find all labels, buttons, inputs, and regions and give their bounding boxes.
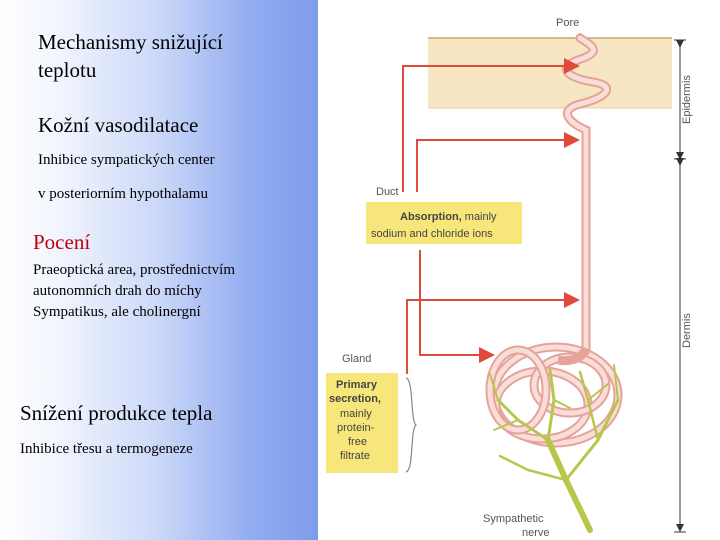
absorption-line-1: Absorption, mainly xyxy=(400,211,497,223)
duct-label: Duct xyxy=(376,186,399,198)
vasodilation-title: Kožní vasodilatace xyxy=(38,113,199,137)
vasodilation-line-1: Inhibice sympatických center xyxy=(38,152,215,168)
nerve-label-line-1: Sympathetic xyxy=(483,513,544,525)
dermis-label: Dermis xyxy=(681,313,693,348)
gland-label: Gland xyxy=(342,353,371,365)
sweat-gland-diagram: Pore xyxy=(318,0,720,540)
epidermis-label: Epidermis xyxy=(681,75,693,124)
absorption-line-2: sodium and chloride ions xyxy=(371,228,493,240)
red-arrows xyxy=(402,58,580,374)
sweating-title: Pocení xyxy=(33,230,91,254)
vasodilation-line-2: v posteriorním hypothalamu xyxy=(38,186,208,202)
slide-heading-line-1: Mechanismy snižující xyxy=(38,30,223,54)
primary-line-5: free xyxy=(348,436,367,448)
sweating-line-3: Sympatikus, ale cholinergní xyxy=(33,304,201,320)
sweat-duct-inner xyxy=(564,35,610,353)
sweat-gland-svg: Pore xyxy=(326,17,693,539)
epidermis-layer xyxy=(428,38,672,108)
primary-line-2: secretion, xyxy=(329,393,381,405)
layer-scale xyxy=(674,39,686,533)
primary-line-3: mainly xyxy=(340,408,372,420)
gland-brace xyxy=(405,377,417,473)
primary-line-4: protein- xyxy=(337,422,375,434)
heat-production-line-1: Inhibice třesu a termogeneze xyxy=(20,441,193,457)
heat-production-title: Snížení produkce tepla xyxy=(20,401,213,425)
primary-secretion-box xyxy=(326,373,398,473)
nerve-label-line-2: nerve xyxy=(522,527,550,539)
primary-line-1: Primary xyxy=(336,379,378,391)
absorption-box xyxy=(366,202,522,244)
left-gradient-panel xyxy=(0,0,318,540)
sympathetic-nerve xyxy=(489,364,620,533)
sweating-line-1: Praeoptická area, prostřednictvím xyxy=(33,262,236,278)
slide-heading-line-2: teplotu xyxy=(38,58,97,82)
pore-label: Pore xyxy=(556,17,579,29)
sweating-line-2: autonomních drah do míchy xyxy=(33,283,202,299)
primary-line-6: filtrate xyxy=(340,450,370,462)
